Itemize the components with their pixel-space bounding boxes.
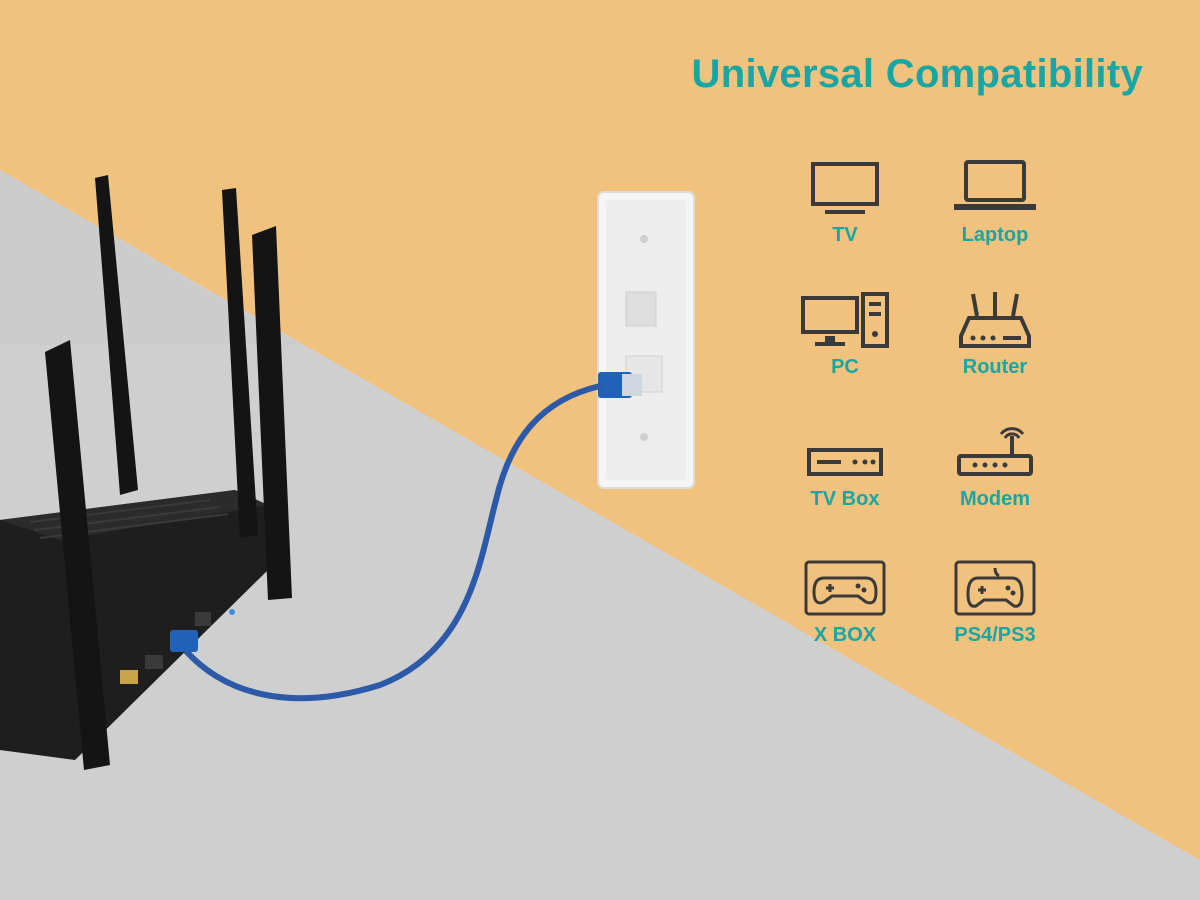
device-compatibility-grid: TV Laptop PC: [770, 150, 1090, 670]
router-antennas: [45, 175, 292, 770]
device-xbox: X BOX: [770, 558, 920, 678]
wall-plate: [597, 191, 695, 489]
device-router: Router: [920, 290, 1070, 410]
tv-icon: [811, 162, 879, 214]
device-label: TV Box: [810, 488, 880, 510]
device-laptop: Laptop: [920, 158, 1070, 278]
modem-icon: [957, 427, 1033, 476]
device-ps: PS4/PS3: [920, 558, 1070, 678]
device-tv: TV: [770, 158, 920, 278]
tv-box-icon: [807, 448, 883, 476]
ethernet-cable: [182, 383, 603, 702]
device-tv-box: TV Box: [770, 422, 920, 542]
router-ethernet-plug: [170, 630, 198, 652]
device-label: X BOX: [813, 624, 877, 646]
device-modem: Modem: [920, 422, 1070, 542]
pc-icon: [801, 292, 889, 348]
device-label: PS4/PS3: [954, 624, 1036, 646]
router-icon: [959, 292, 1031, 348]
floor: [0, 170, 1200, 900]
device-label: Router: [962, 356, 1028, 378]
xbox-icon: [804, 560, 886, 616]
wall-ethernet-plug: [598, 372, 642, 398]
floor-shadow: [0, 170, 300, 345]
device-label: PC: [831, 356, 859, 378]
page-title: Universal Compatibility: [691, 52, 1143, 96]
laptop-icon: [954, 160, 1036, 210]
device-label: Laptop: [961, 224, 1029, 246]
device-label: TV: [832, 224, 858, 246]
ps-icon: [954, 560, 1036, 616]
device-pc: PC: [770, 290, 920, 410]
device-label: Modem: [960, 488, 1030, 510]
